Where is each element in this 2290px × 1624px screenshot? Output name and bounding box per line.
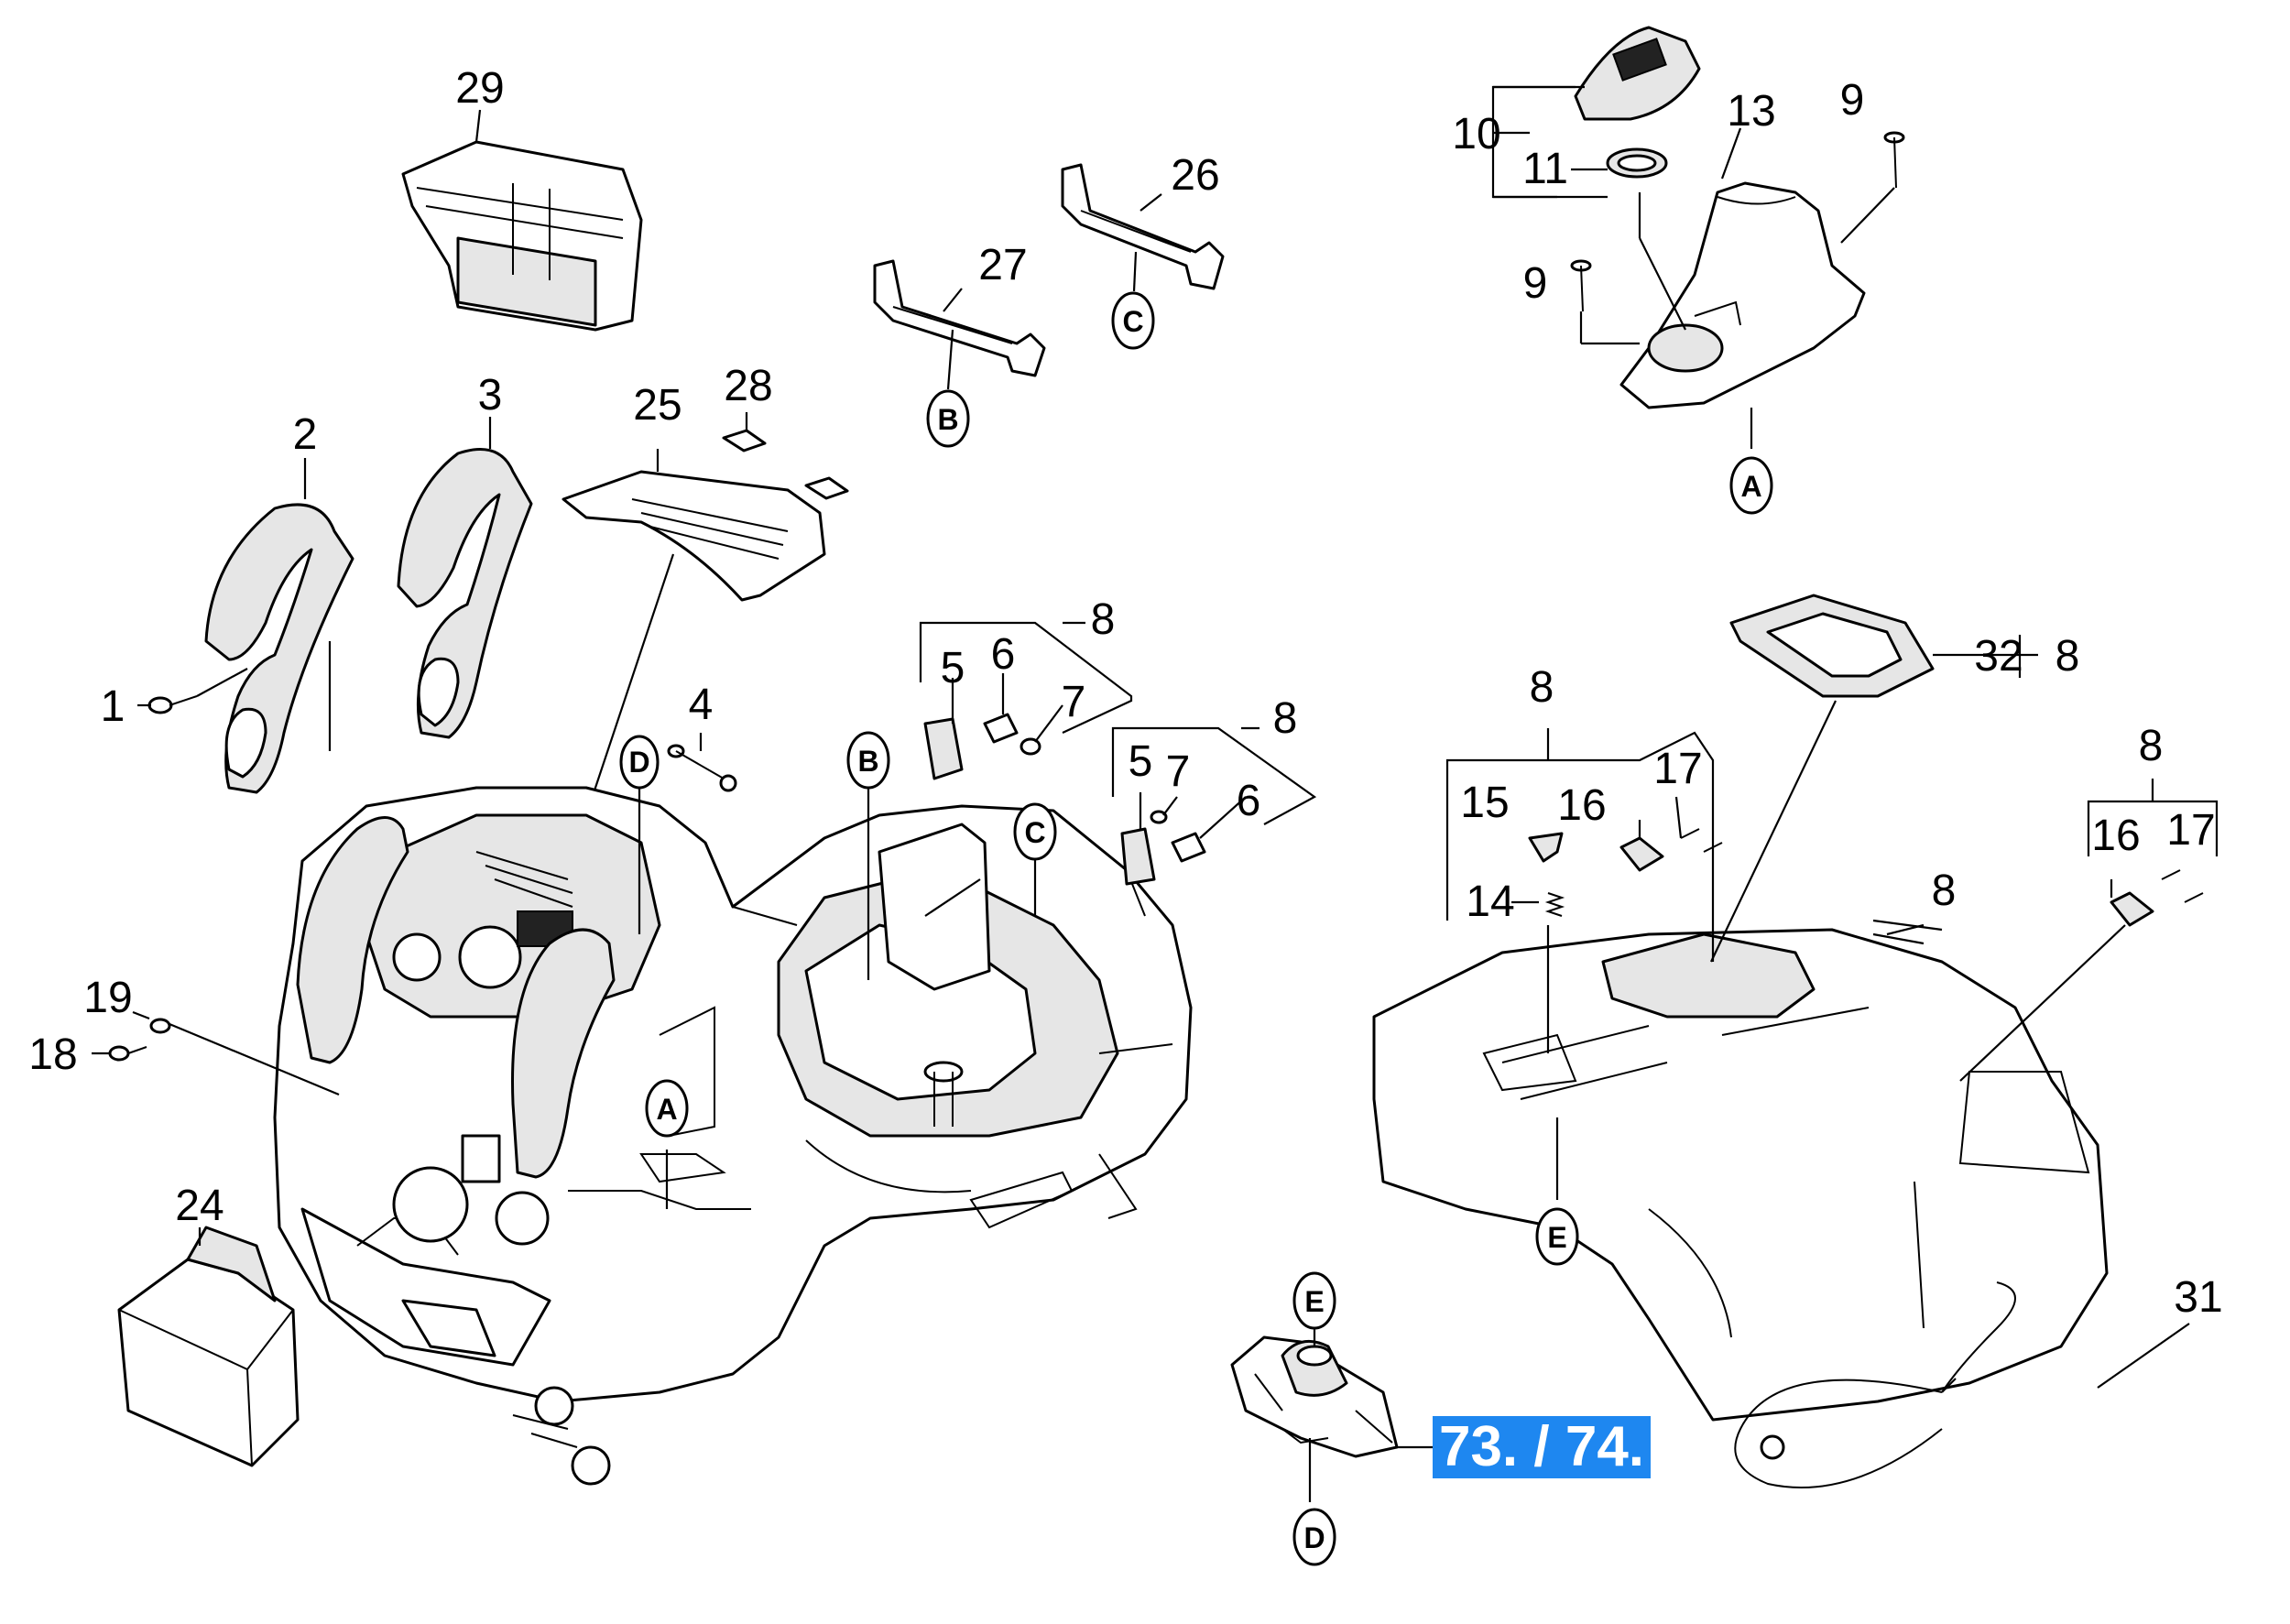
label-5b: 5 <box>1129 737 1153 786</box>
part-14-spring <box>1544 892 1565 917</box>
part-24-box <box>117 1226 300 1467</box>
ref-marker-d-body: D <box>619 735 660 790</box>
label-7a: 7 <box>1062 678 1086 726</box>
label-26: 26 <box>1171 151 1219 200</box>
label-16b: 16 <box>2091 812 2140 860</box>
svg-text:D: D <box>1303 1521 1325 1554</box>
ref-marker-e-valve: E <box>1292 1271 1336 1330</box>
label-4: 4 <box>689 681 714 729</box>
part-13-housing <box>1619 181 1866 409</box>
label-18: 18 <box>28 1030 77 1079</box>
label-8f: 8 <box>2056 632 2080 681</box>
svg-text:C: C <box>1122 305 1143 338</box>
part-6-clip-a <box>983 713 1019 744</box>
label-1: 1 <box>101 682 125 731</box>
part-5-latch-a <box>923 717 964 780</box>
svg-text:B: B <box>937 403 958 436</box>
part-27-bracket <box>873 259 1046 377</box>
label-8a: 8 <box>1091 595 1116 644</box>
highlight-label-73-74[interactable]: 73. / 74. <box>1433 1416 1651 1478</box>
label-16a: 16 <box>1557 781 1606 830</box>
label-6a: 6 <box>991 630 1016 679</box>
valve-73-74 <box>1230 1335 1399 1458</box>
label-6b: 6 <box>1237 777 1261 825</box>
part-17-pin-a <box>1680 828 1723 853</box>
part-25-cover <box>562 470 826 602</box>
label-3: 3 <box>478 371 503 420</box>
svg-text:A: A <box>656 1093 677 1126</box>
label-8d: 8 <box>2139 722 2164 770</box>
label-13: 13 <box>1727 87 1775 136</box>
label-28: 28 <box>724 362 772 410</box>
ref-marker-b-top: B <box>926 389 970 448</box>
part-15-plug <box>1528 832 1564 863</box>
part-7-screw-b <box>1150 810 1168 824</box>
label-17a: 17 <box>1653 745 1702 793</box>
part-29-tray <box>401 140 643 332</box>
part-4-screw <box>667 744 737 792</box>
part-32-gasket <box>1729 594 1935 698</box>
part-28-pins <box>722 429 849 500</box>
label-14: 14 <box>1466 877 1514 926</box>
part-10-cap <box>1574 26 1701 121</box>
hood-cover <box>1372 928 2109 1422</box>
ref-marker-a-body: A <box>645 1079 689 1138</box>
ref-marker-b-body: B <box>846 731 890 790</box>
label-24: 24 <box>175 1182 224 1230</box>
label-17b: 17 <box>2166 806 2215 855</box>
part-6-clip-b <box>1171 832 1206 863</box>
label-9a: 9 <box>1840 76 1865 125</box>
part-17-pin-b <box>2161 869 2204 903</box>
label-25: 25 <box>633 381 682 430</box>
label-10: 10 <box>1452 110 1500 158</box>
label-8c: 8 <box>1530 663 1554 712</box>
part-2-handle <box>204 503 354 794</box>
ref-marker-c-body: C <box>1013 802 1057 861</box>
part-16-hinge-b <box>2110 891 2154 927</box>
svg-text:E: E <box>1547 1221 1566 1254</box>
part-19-washer <box>149 1018 171 1034</box>
label-11: 11 <box>1522 145 1568 193</box>
ref-marker-e-hood: E <box>1535 1207 1579 1266</box>
part-1-screw <box>147 695 198 714</box>
svg-text:A: A <box>1740 470 1761 503</box>
label-8e: 8 <box>1932 866 1957 915</box>
svg-text:E: E <box>1304 1285 1324 1318</box>
label-27: 27 <box>978 241 1027 289</box>
label-7b: 7 <box>1166 747 1191 796</box>
part-11-ring <box>1606 147 1668 179</box>
part-7-screw-a <box>1020 737 1041 756</box>
part-3-handle <box>397 448 533 739</box>
label-32: 32 <box>1974 632 2023 681</box>
part-18-screw <box>108 1045 147 1062</box>
svg-text:D: D <box>628 746 649 779</box>
label-2: 2 <box>293 410 318 459</box>
part-26-bracket <box>1061 163 1225 290</box>
svg-text:C: C <box>1024 816 1045 849</box>
svg-text:B: B <box>857 745 878 778</box>
ref-marker-a-top: A <box>1729 456 1773 515</box>
part-9-screw-b <box>1570 259 1592 312</box>
label-8b: 8 <box>1273 694 1298 743</box>
main-body <box>273 786 1193 1486</box>
label-15: 15 <box>1460 779 1509 827</box>
ref-marker-c-top: C <box>1111 291 1155 350</box>
part-9-screw-a <box>1883 131 1905 189</box>
label-29: 29 <box>455 64 504 113</box>
label-5a: 5 <box>941 644 965 692</box>
part-16-hinge-a <box>1619 836 1664 872</box>
part-31-cable <box>1734 1281 2016 1488</box>
label-31: 31 <box>2174 1273 2222 1322</box>
ref-marker-d-bottom: D <box>1292 1508 1336 1566</box>
label-19: 19 <box>83 974 132 1022</box>
label-9b: 9 <box>1523 259 1548 308</box>
part-5-latch-b <box>1120 827 1156 886</box>
